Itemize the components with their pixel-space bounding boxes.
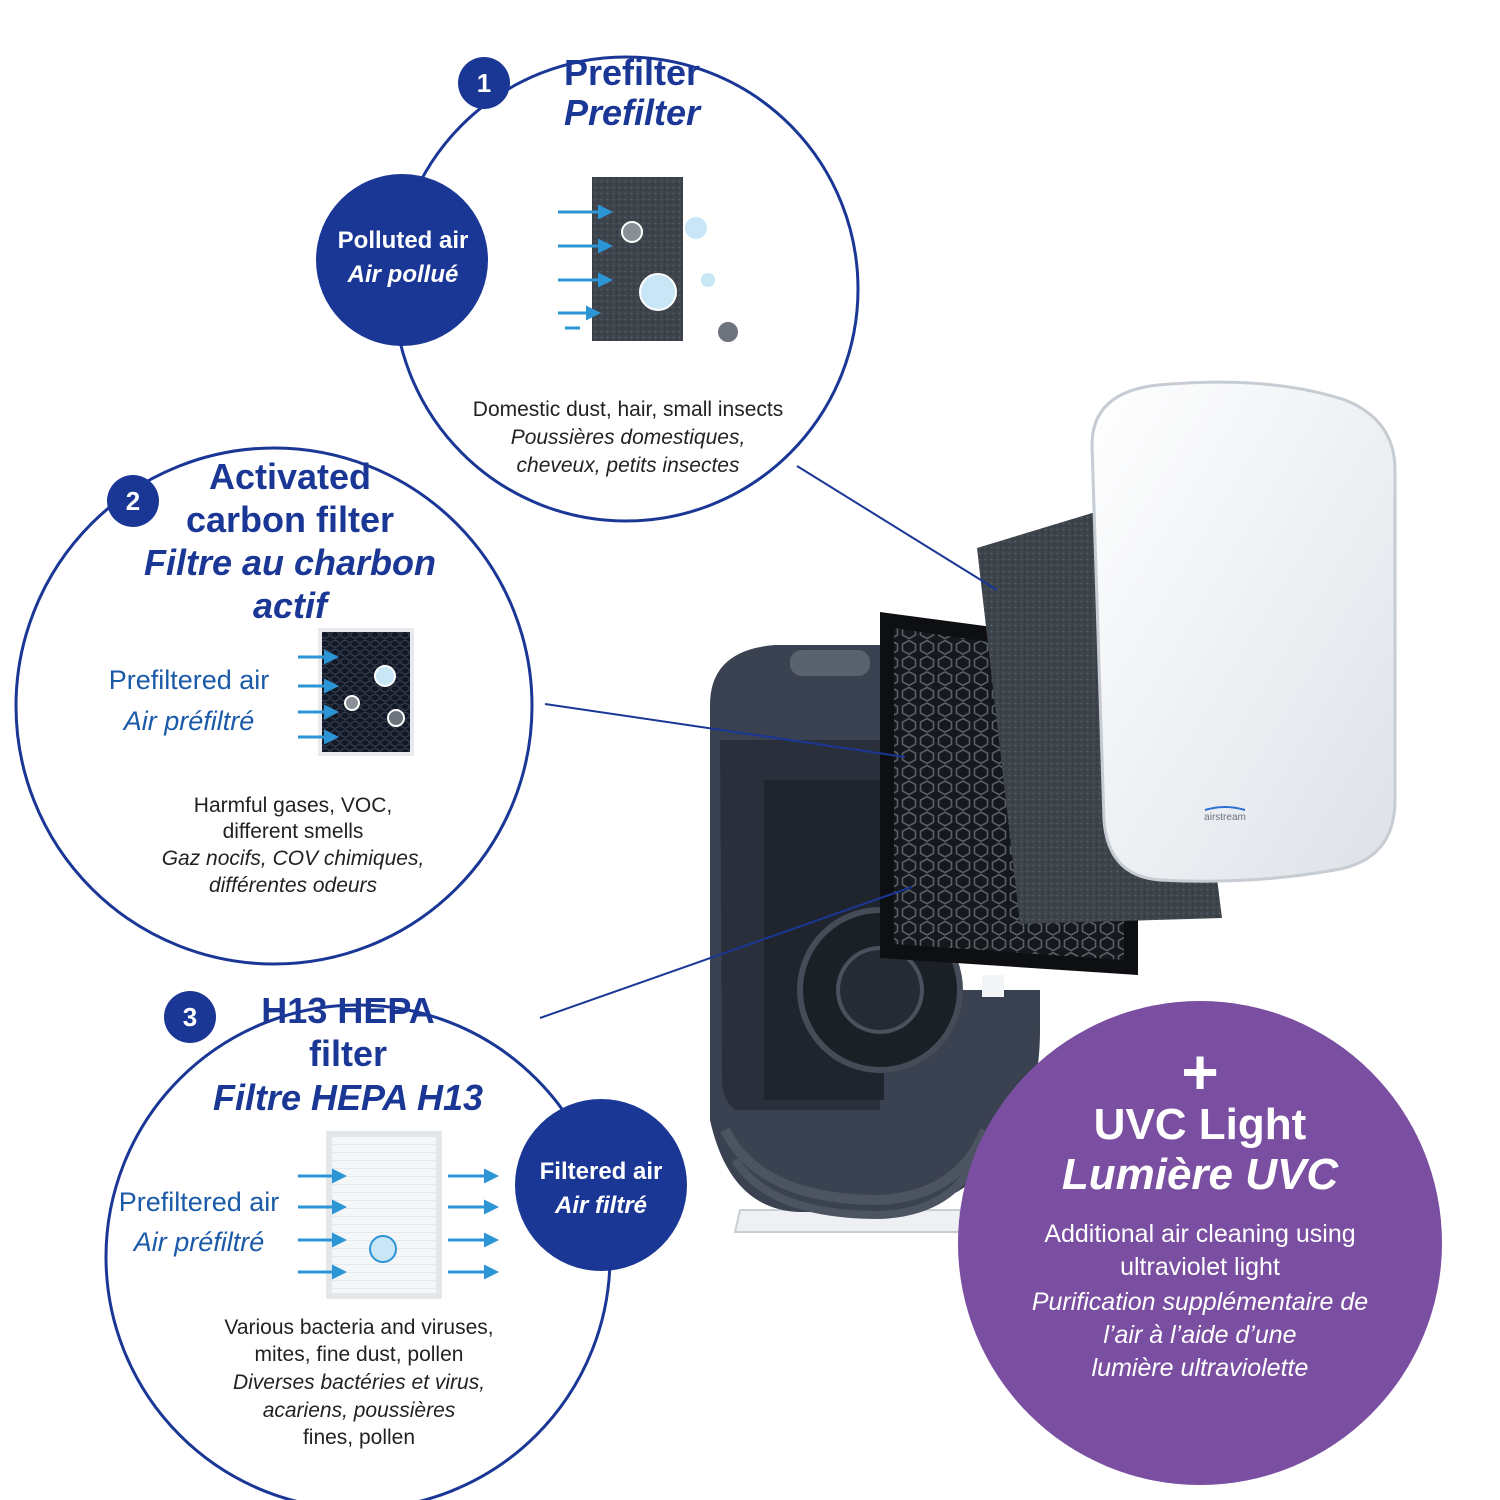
uvc-desc-en-1: Additional air cleaning using — [1044, 1220, 1356, 1248]
carbon-desc-en-1: Harmful gases, VOC, — [193, 794, 393, 817]
hepa-desc-fr-2: acariens, poussières — [262, 1399, 456, 1422]
step-number-1: 1 — [458, 57, 510, 109]
filtered-air-disc — [515, 1099, 687, 1271]
hepa-title-en-1: H13 HEPA — [261, 990, 435, 1031]
uvc-desc-fr-2: l’air à l’aide d’une — [1103, 1321, 1297, 1349]
prefilter-illustration — [558, 177, 740, 344]
hepa-input-label-fr: Air préfiltré — [133, 1227, 265, 1257]
hepa-title-fr: Filtre HEPA H13 — [212, 1077, 484, 1118]
connector-line-hepa — [539, 886, 913, 1019]
particle-icon — [369, 1235, 397, 1263]
hepa-desc-fr-1: Diverses bactéries et virus, — [232, 1371, 486, 1394]
carbon-desc-fr-1: Gaz nocifs, COV chimiques, — [161, 847, 425, 870]
carbon-title-fr-2: actif — [252, 585, 328, 626]
polluted-air-label-en: Polluted air — [337, 227, 469, 254]
carbon-title-fr-1: Filtre au charbon — [143, 542, 437, 583]
carbon-title-en-2: carbon filter — [185, 499, 395, 540]
prefilter-title-en: Prefilter — [563, 52, 701, 93]
filtered-air-label-fr: Air filtré — [554, 1192, 647, 1219]
hepa-illustration — [298, 1131, 499, 1299]
particle-icon — [344, 665, 405, 727]
prefilter-title-fr: Prefilter — [563, 92, 701, 133]
hepa-input-label-en: Prefiltered air — [118, 1187, 280, 1217]
step-number-2: 2 — [107, 475, 159, 527]
plus-icon: + — [1181, 1036, 1219, 1108]
carbon-input-label-fr: Air préfiltré — [123, 706, 255, 736]
prefilter-desc-en: Domestic dust, hair, small insects — [472, 398, 784, 421]
prefilter-desc-fr-2: cheveux, petits insectes — [516, 454, 740, 477]
hepa-desc-fr-3: fines, pollen — [302, 1426, 416, 1449]
connector-line-carbon — [544, 703, 906, 758]
carbon-illustration — [298, 628, 414, 756]
particle-icon — [621, 215, 740, 344]
uvc-disc — [958, 1001, 1442, 1485]
carbon-desc-en-2: different smells — [222, 820, 364, 843]
prefilter-desc-fr-1: Poussières domestiques, — [510, 426, 746, 449]
uvc-title-fr: Lumière UVC — [1061, 1150, 1339, 1199]
carbon-desc-fr-2: différentes odeurs — [208, 874, 378, 897]
carbon-title-en-1: Activated — [208, 456, 372, 497]
uvc-desc-en-2: ultraviolet light — [1120, 1253, 1280, 1281]
carbon-input-label-en: Prefiltered air — [108, 665, 270, 695]
uvc-title-en: UVC Light — [1093, 1100, 1307, 1149]
step-number-3: 3 — [164, 991, 216, 1043]
connector-line-prefilter — [796, 465, 998, 591]
front-cover — [1090, 380, 1397, 883]
filtered-air-label-en: Filtered air — [539, 1158, 663, 1185]
hepa-desc-en-2: mites, fine dust, pollen — [254, 1343, 464, 1366]
polluted-air-disc — [316, 174, 488, 346]
uvc-desc-fr-1: Purification supplémentaire de — [1031, 1288, 1369, 1316]
carbon-circle — [14, 446, 534, 966]
hepa-title-en-2: filter — [308, 1033, 387, 1074]
hepa-desc-en-1: Various bacteria and viruses, — [224, 1316, 494, 1339]
uvc-desc-fr-3: lumière ultraviolette — [1091, 1354, 1309, 1382]
polluted-air-label-fr: Air pollué — [347, 261, 459, 288]
device-brand-logo: airstream — [1204, 812, 1246, 823]
